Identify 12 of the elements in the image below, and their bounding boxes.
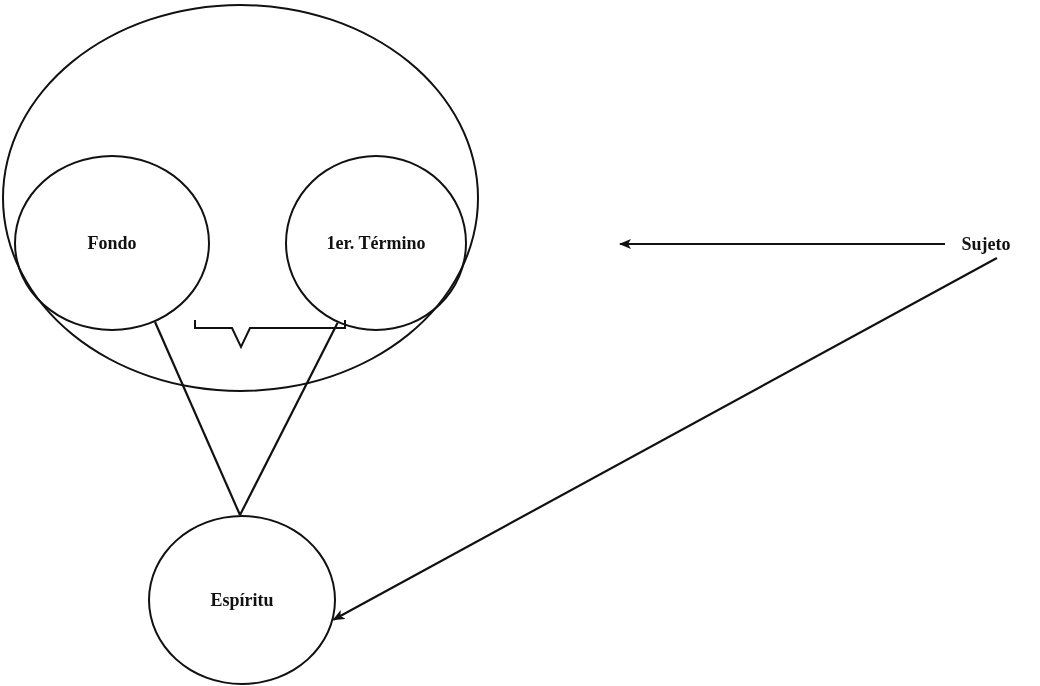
node-label: 1er. Término [326, 232, 426, 254]
node-label: Fondo [87, 232, 137, 254]
node-label: Sujeto [961, 233, 1011, 255]
node-label: Espíritu [210, 589, 274, 611]
arrow [619, 239, 945, 249]
empty-circle [2, 4, 479, 392]
connector-line [239, 322, 339, 516]
circle-node [14, 155, 210, 331]
connector-line [154, 321, 241, 516]
arrow [332, 257, 998, 621]
circle-node [285, 155, 467, 331]
circle-node [148, 515, 336, 685]
